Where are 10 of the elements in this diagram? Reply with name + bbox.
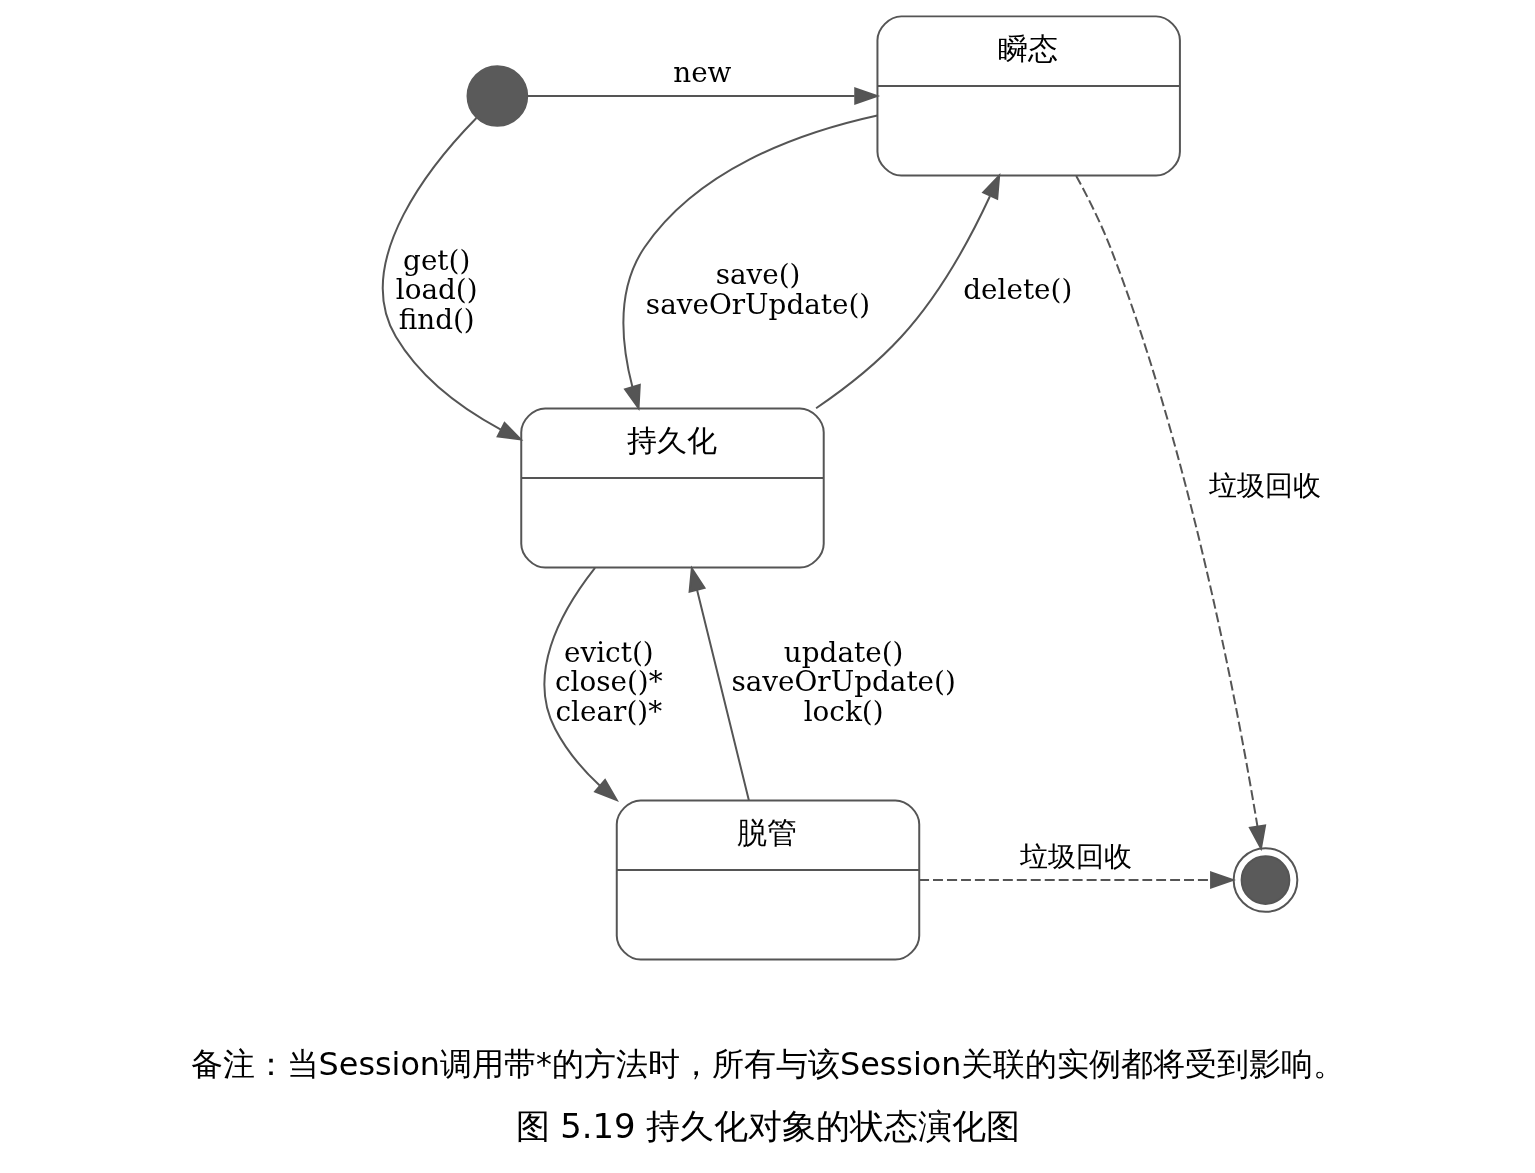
edge-label: 垃圾回收 [1208, 469, 1321, 503]
edge-label: update() saveOrUpdate() lock() [730, 635, 956, 729]
edge-label: evict() close()* clear()* [554, 635, 663, 729]
edge-label: get() load() find() [395, 243, 478, 337]
edge-label: delete() [962, 273, 1072, 307]
edge-label: save() saveOrUpdate() [645, 258, 870, 322]
label: 备注：当Session调用带*的方法时，所有与该Session关联的实例都将受到影响。 [190, 1044, 1345, 1083]
edge-label: 垃圾回收 [1019, 840, 1132, 874]
caption: 图 5.19 持久化对象的状态演化图 [515, 1106, 1020, 1146]
edge-label: new [672, 56, 731, 90]
